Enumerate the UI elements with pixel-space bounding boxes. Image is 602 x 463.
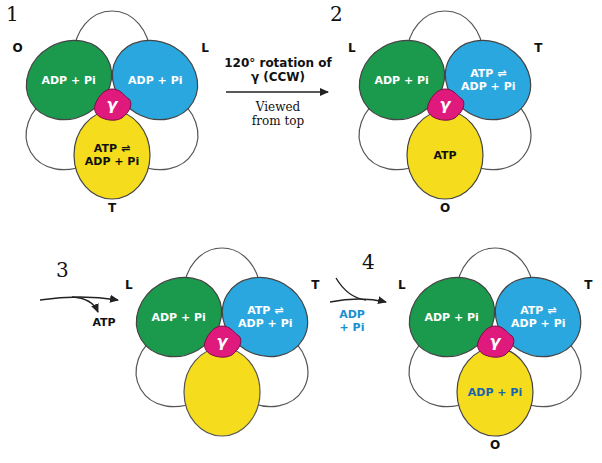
panel-number: 2 [330, 2, 350, 26]
subunit-content: ATP ⇌ ADP + Pi [506, 304, 570, 330]
subunit-content: ATP ⇌ ADP + Pi [233, 304, 297, 330]
white-subunits [122, 248, 323, 436]
gamma-label: γ [430, 96, 460, 114]
conformation-letter: T [311, 278, 319, 292]
gamma-label: γ [207, 333, 237, 351]
gamma-label: γ [480, 333, 510, 351]
panel-number: 3 [56, 258, 76, 282]
white-subunits [345, 11, 546, 185]
conformation-letter: L [348, 41, 356, 55]
binding-branch [336, 278, 366, 300]
annotation: ATP [84, 316, 124, 329]
subunit-content: ADP + Pi [463, 386, 527, 399]
yellow-subunit: OADP + Pi [450, 347, 540, 437]
gamma-subunit: γ [91, 87, 133, 123]
subunit-content: ADP + Pi [123, 74, 187, 87]
yellow-subunit [184, 348, 260, 436]
conformation-letter: L [398, 278, 406, 292]
yellow-subunit: TATP ⇌ ADP + Pi [67, 110, 157, 200]
annotation: 120° rotation of γ (CCW) [224, 56, 332, 84]
conformation-letter: O [440, 201, 450, 215]
subunit-content: ATP ⇌ ADP + Pi [80, 142, 144, 168]
rotation-arrow [226, 91, 328, 93]
panel-number: 1 [6, 2, 26, 26]
subunit-content: ATP [413, 149, 477, 162]
conformation-letter: O [490, 438, 500, 452]
subunit-content: ADP + Pi [147, 311, 211, 324]
conformation-letter: O [12, 41, 22, 55]
conformation-letter: T [584, 278, 592, 292]
conformation-letter: T [108, 201, 116, 215]
conformation-letter: T [534, 41, 542, 55]
subunit-content: ADP + Pi [37, 74, 101, 87]
conformation-letter: L [201, 41, 209, 55]
yellow-subunit: OATP [400, 110, 490, 200]
conformation-letter: L [125, 278, 133, 292]
annotation: ADP + Pi [334, 308, 370, 334]
subunit-content: ATP ⇌ ADP + Pi [456, 67, 520, 93]
binding-arrow [330, 299, 386, 302]
white-subunits [12, 11, 213, 185]
white-subunits [395, 248, 596, 422]
gamma-subunit: γ [201, 324, 243, 360]
subunit-content: ADP + Pi [370, 74, 434, 87]
gamma-subunit: γ [424, 87, 466, 123]
release-branch [72, 297, 98, 312]
subunit-content: ADP + Pi [420, 311, 484, 324]
gamma-label: γ [97, 96, 127, 114]
annotation: Viewed from top [240, 100, 316, 128]
panel-number: 4 [362, 250, 382, 274]
gamma-subunit: γ [474, 324, 516, 360]
